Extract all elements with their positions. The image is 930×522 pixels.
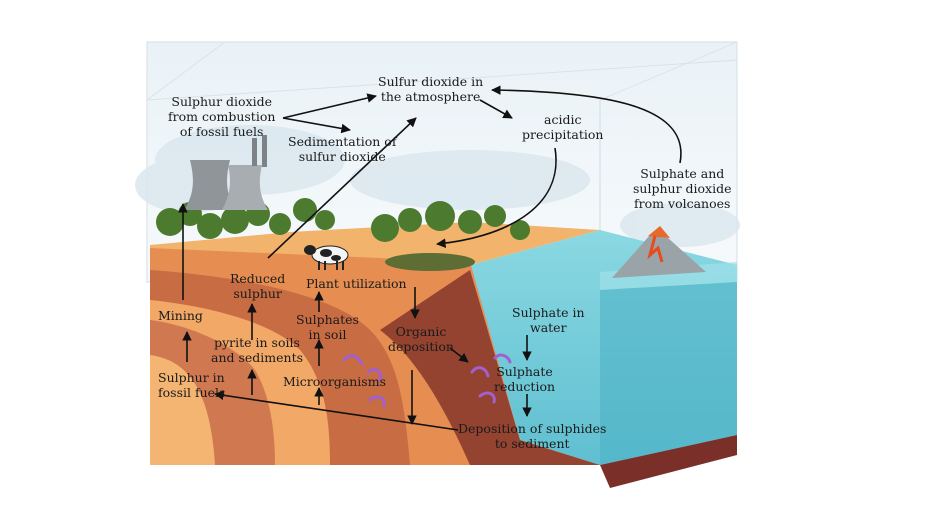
label-pyrite: pyrite in soils and sediments bbox=[211, 335, 304, 365]
cycle-arrows bbox=[178, 85, 682, 431]
label-deposition-sulphides: Deposition of sulphides to sediment bbox=[458, 421, 607, 451]
label-microorganisms: Microorganisms bbox=[283, 374, 386, 389]
microorganisms-icon bbox=[342, 353, 512, 408]
label-acidic-precipitation: acidic precipitation bbox=[522, 112, 604, 142]
trees bbox=[156, 198, 530, 271]
label-sulphates-in-soil: Sulphates in soil bbox=[296, 312, 359, 342]
volcano bbox=[612, 226, 706, 278]
cow-icon bbox=[304, 245, 349, 270]
label-sulphate-reduction: Sulphate reduction bbox=[494, 364, 556, 394]
label-sulphate-in-water: Sulphate in water bbox=[512, 305, 585, 335]
label-mining: Mining bbox=[158, 308, 203, 323]
soil-layers bbox=[150, 248, 737, 488]
label-volcanoes: Sulphate and sulphur dioxide from volcan… bbox=[633, 166, 732, 211]
label-reduced-sulphur: Reduced sulphur bbox=[230, 271, 286, 301]
label-plant-utilization: Plant utilization bbox=[306, 276, 407, 291]
label-sulfur-dioxide-atmosphere: Sulfur dioxide in the atmosphere bbox=[378, 74, 484, 104]
label-organic-deposition: Organic deposition bbox=[388, 324, 454, 354]
label-sedimentation: Sedimentation of sulfur dioxide bbox=[288, 134, 397, 164]
ocean bbox=[470, 230, 737, 465]
power-plant-icon bbox=[184, 135, 268, 210]
label-sulphur-fossil-fuels: Sulphur in fossil fuels bbox=[158, 370, 226, 400]
label-combustion: Sulphur dioxide from combustion of fossi… bbox=[168, 94, 276, 139]
